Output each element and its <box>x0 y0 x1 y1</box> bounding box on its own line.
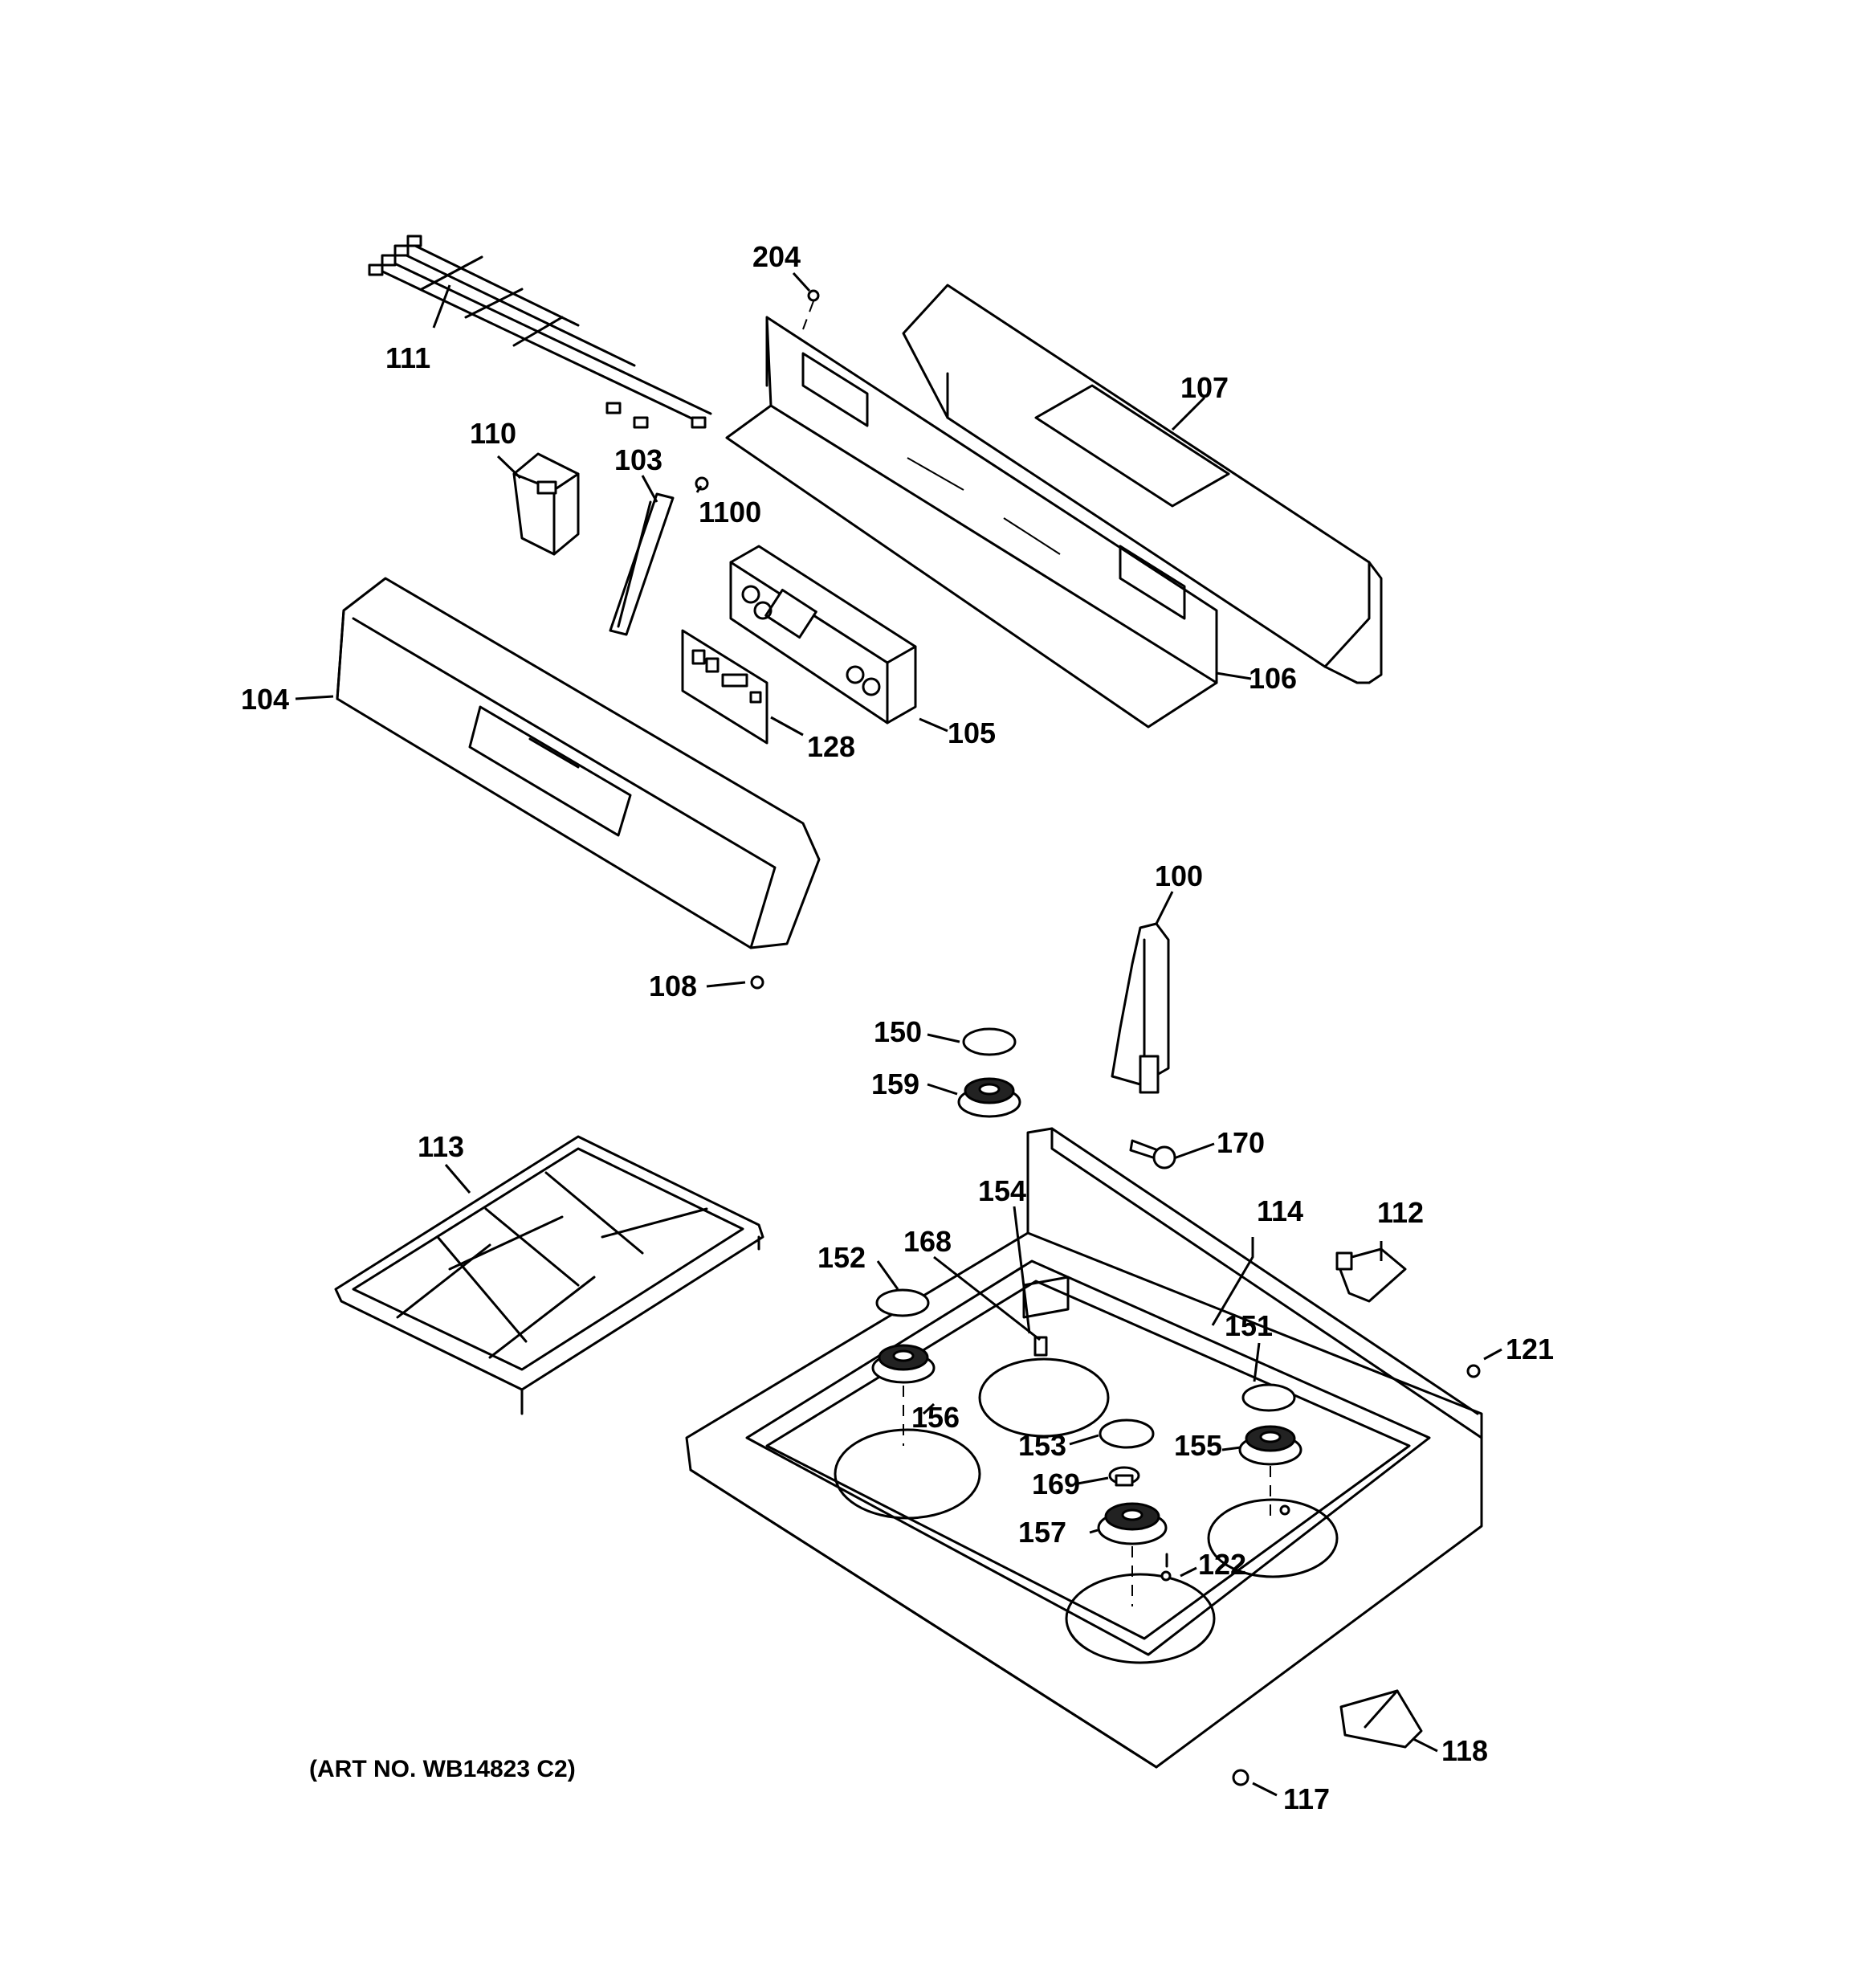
part-113-grate[interactable] <box>334 1135 764 1415</box>
part-117-clip[interactable] <box>1232 1769 1249 1786</box>
callout-150[interactable]: 150 <box>874 1015 922 1048</box>
part-1100-screw[interactable] <box>695 476 709 491</box>
part-156-burner-head[interactable] <box>871 1344 936 1446</box>
leader-lines <box>295 271 1502 1797</box>
callout-108[interactable]: 108 <box>649 970 697 1002</box>
part-159-burner-head[interactable] <box>957 1077 1021 1118</box>
callout-121[interactable]: 121 <box>1506 1333 1554 1365</box>
callout-154[interactable]: 154 <box>978 1174 1026 1207</box>
callout-107[interactable]: 107 <box>1180 371 1229 404</box>
part-106-rear-panel[interactable] <box>725 316 1218 729</box>
callout-104[interactable]: 104 <box>241 683 289 716</box>
part-111-wire-harness[interactable] <box>368 235 712 429</box>
callout-170[interactable]: 170 <box>1217 1126 1265 1159</box>
part-112-ignitor-switch[interactable] <box>1335 1247 1407 1303</box>
callout-152[interactable]: 152 <box>817 1241 866 1274</box>
part-103-bracket[interactable] <box>609 492 675 636</box>
callout-169[interactable]: 169 <box>1032 1468 1080 1500</box>
callout-168[interactable]: 168 <box>903 1225 952 1258</box>
part-155-burner-head[interactable] <box>1238 1425 1302 1518</box>
part-100-side-bracket[interactable] <box>1111 922 1170 1094</box>
part-114-cooktop[interactable] <box>685 1127 1483 1769</box>
art-number-label: (ART NO. WB14823 C2) <box>309 1756 576 1782</box>
part-107-vent-cover[interactable] <box>902 284 1383 684</box>
callout-112[interactable]: 112 <box>1377 1196 1424 1229</box>
callout-113[interactable]: 113 <box>418 1130 464 1163</box>
part-204-screw[interactable] <box>802 289 820 330</box>
callout-103[interactable]: 103 <box>614 443 662 476</box>
part-150-burner-cap[interactable] <box>962 1027 1017 1056</box>
callout-118[interactable]: 118 <box>1441 1734 1488 1767</box>
callout-117[interactable]: 117 <box>1283 1782 1330 1815</box>
callout-128[interactable]: 128 <box>807 730 855 763</box>
part-169-orifice[interactable] <box>1108 1466 1140 1487</box>
part-105-control-board[interactable] <box>729 545 917 725</box>
callout-111[interactable]: 111 <box>385 341 430 374</box>
part-110-module[interactable] <box>512 452 580 556</box>
callout-159[interactable]: 159 <box>871 1067 919 1100</box>
callout-106[interactable]: 106 <box>1249 662 1297 695</box>
part-108-screw[interactable] <box>750 975 764 990</box>
callout-155[interactable]: 155 <box>1174 1429 1222 1462</box>
callout-151[interactable]: 151 <box>1225 1309 1273 1342</box>
callout-105[interactable]: 105 <box>948 716 996 749</box>
callout-157[interactable]: 157 <box>1018 1516 1066 1549</box>
callout-153[interactable]: 153 <box>1018 1429 1066 1462</box>
part-151-burner-cap[interactable] <box>1241 1383 1296 1412</box>
part-122-screws[interactable] <box>1160 1504 1290 1582</box>
callout-114[interactable]: 114 <box>1257 1194 1303 1227</box>
callout-110[interactable]: 110 <box>470 417 516 450</box>
callout-100[interactable]: 100 <box>1155 859 1203 892</box>
part-128-overlay[interactable] <box>681 629 768 745</box>
callout-204[interactable]: 204 <box>752 240 801 273</box>
part-118-knob[interactable] <box>1339 1689 1423 1749</box>
callout-122[interactable]: 122 <box>1198 1548 1246 1581</box>
part-121-screw[interactable] <box>1466 1364 1481 1378</box>
callout-1100[interactable]: 1100 <box>699 496 761 529</box>
part-152-burner-cap[interactable] <box>875 1288 930 1317</box>
part-104-backsplash-trim[interactable] <box>336 577 821 949</box>
part-170-screw[interactable] <box>1129 1139 1176 1170</box>
part-157-burner-head[interactable] <box>1097 1502 1168 1606</box>
callout-labels: 111 110 103 1100 204 107 106 105 128 104… <box>241 240 1554 1815</box>
callout-156[interactable]: 156 <box>911 1401 960 1434</box>
part-168-electrode[interactable] <box>1033 1336 1048 1357</box>
part-153-burner-cap[interactable] <box>1099 1419 1155 1449</box>
